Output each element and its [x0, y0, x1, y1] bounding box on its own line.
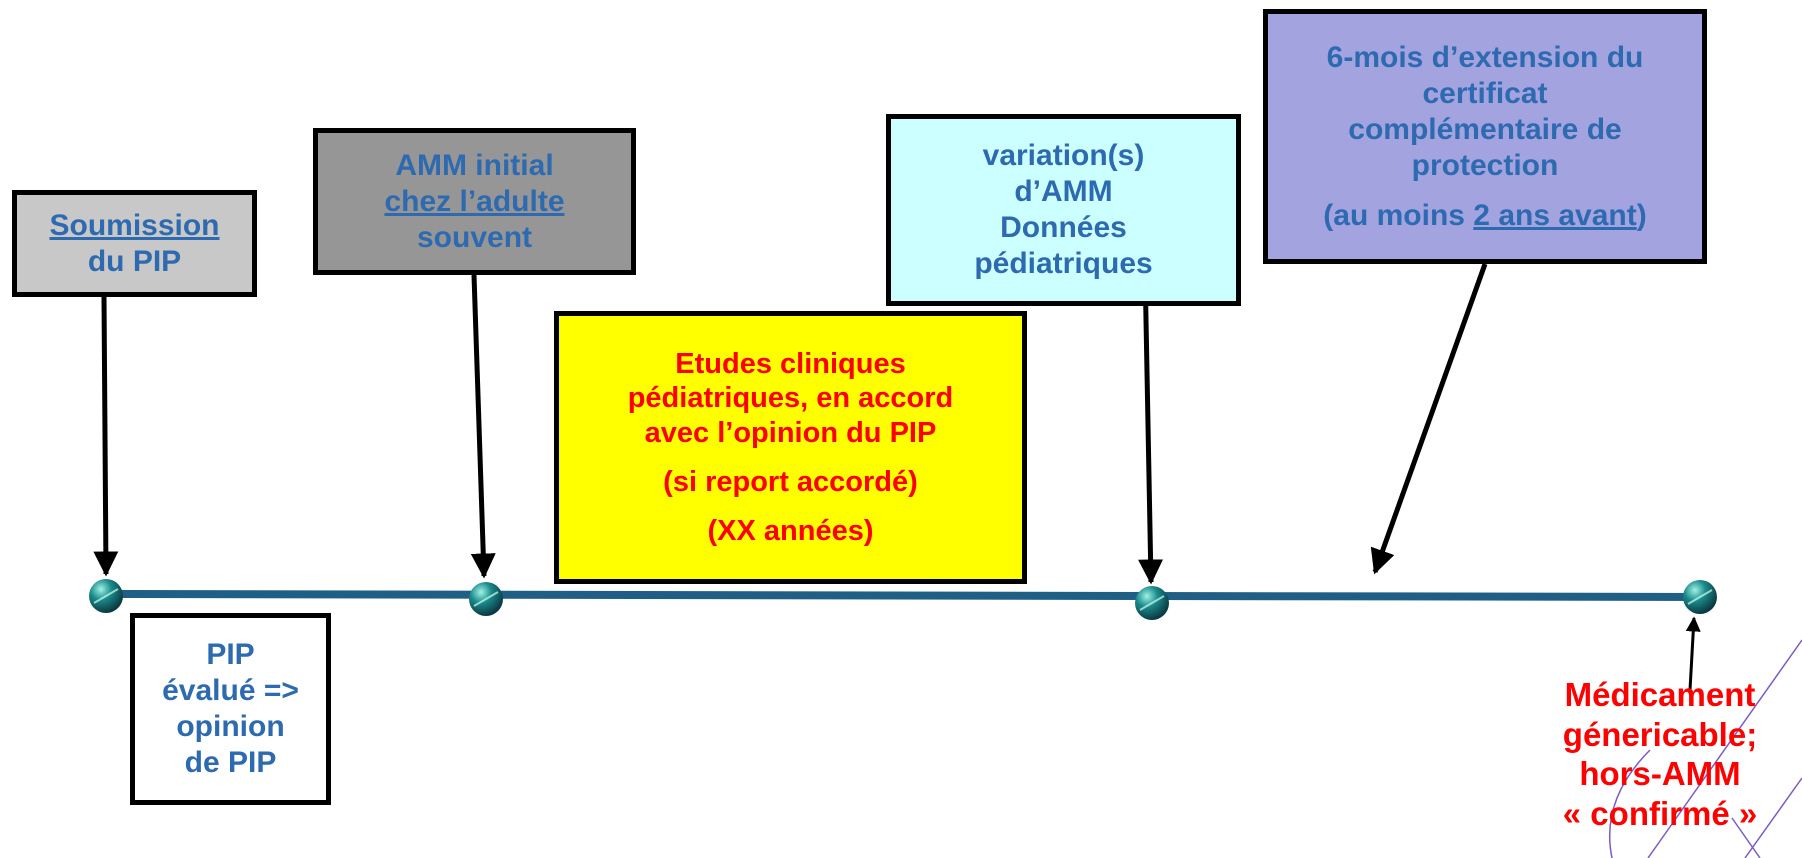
extension-line3: complémentaire de [1348, 112, 1622, 146]
amm-line2: chez l’adulte [384, 184, 565, 218]
arrow-generique [1685, 616, 1701, 691]
pip-line2: évalué => [162, 674, 299, 707]
variation-line1: variation(s) [982, 139, 1145, 172]
extension-ccp-box: 6-mois d’extension du certificat complém… [1263, 9, 1707, 264]
etudes-line1: Etudes cliniques [675, 347, 906, 380]
amm-line3: souvent [416, 220, 533, 254]
arrow-variation [1138, 266, 1164, 585]
medicament-generique-label: Médicament génericable; hors-AMM « confi… [1525, 675, 1795, 833]
generique-line1: Médicament [1564, 676, 1756, 713]
etudes-line4: (si report accordé) [663, 465, 918, 498]
generique-line3: hors-AMM [1579, 755, 1741, 793]
variation-line2: d’AMM [1014, 175, 1113, 208]
amm-line1: AMM initial [395, 148, 554, 182]
soumission-pip-box: Soumission du PIP [12, 190, 257, 297]
etudes-line2: pédiatriques, en accord [627, 382, 954, 415]
variation-amm-box: variation(s) d’AMM Données pédiatriques [886, 114, 1241, 306]
extension-line5-underlined: 2 ans avant [1473, 198, 1637, 232]
decorative-corner-lines [1608, 639, 1802, 858]
amm-initial-box: AMM initial chez l’adulte souvent [313, 128, 636, 275]
extension-line1: 6-mois d’extension du [1326, 40, 1644, 74]
etudes-cliniques-box: Etudes cliniques pédiatriques, en accord… [554, 311, 1027, 584]
timeline-node-3 [1135, 586, 1169, 620]
soumission-line2: du PIP [87, 244, 182, 278]
extension-line5-prefix: (au moins [1323, 198, 1474, 232]
arrow-amm [470, 274, 496, 579]
extension-line2: certificat [1422, 76, 1548, 110]
variation-line3: Données [1000, 211, 1127, 244]
soumission-line1: Soumission [49, 208, 220, 242]
timeline-node-1 [89, 579, 123, 613]
extension-line5-suffix: ) [1636, 198, 1647, 232]
timeline-node-4 [1683, 580, 1717, 614]
generique-line2: génericable; [1562, 715, 1758, 753]
pip-line4: de PIP [184, 746, 277, 779]
etudes-line3: avec l’opinion du PIP [644, 417, 937, 450]
timeline-node-2 [469, 582, 503, 616]
arrow-extension [1370, 263, 1488, 575]
pip-line3: opinion [176, 710, 285, 743]
arrow-soumission [93, 296, 119, 577]
etudes-line5: (XX années) [707, 514, 874, 547]
pip-line1: PIP [206, 638, 255, 671]
extension-line5: (au moins 2 ans avant) [1323, 198, 1646, 234]
timeline-axis [105, 590, 1701, 601]
pip-evalue-box: PIP évalué => opinion de PIP [130, 613, 331, 805]
variation-line4: pédiatriques [974, 247, 1153, 280]
generique-line4: « confirmé » [1562, 794, 1758, 832]
extension-line4: protection [1411, 148, 1559, 182]
